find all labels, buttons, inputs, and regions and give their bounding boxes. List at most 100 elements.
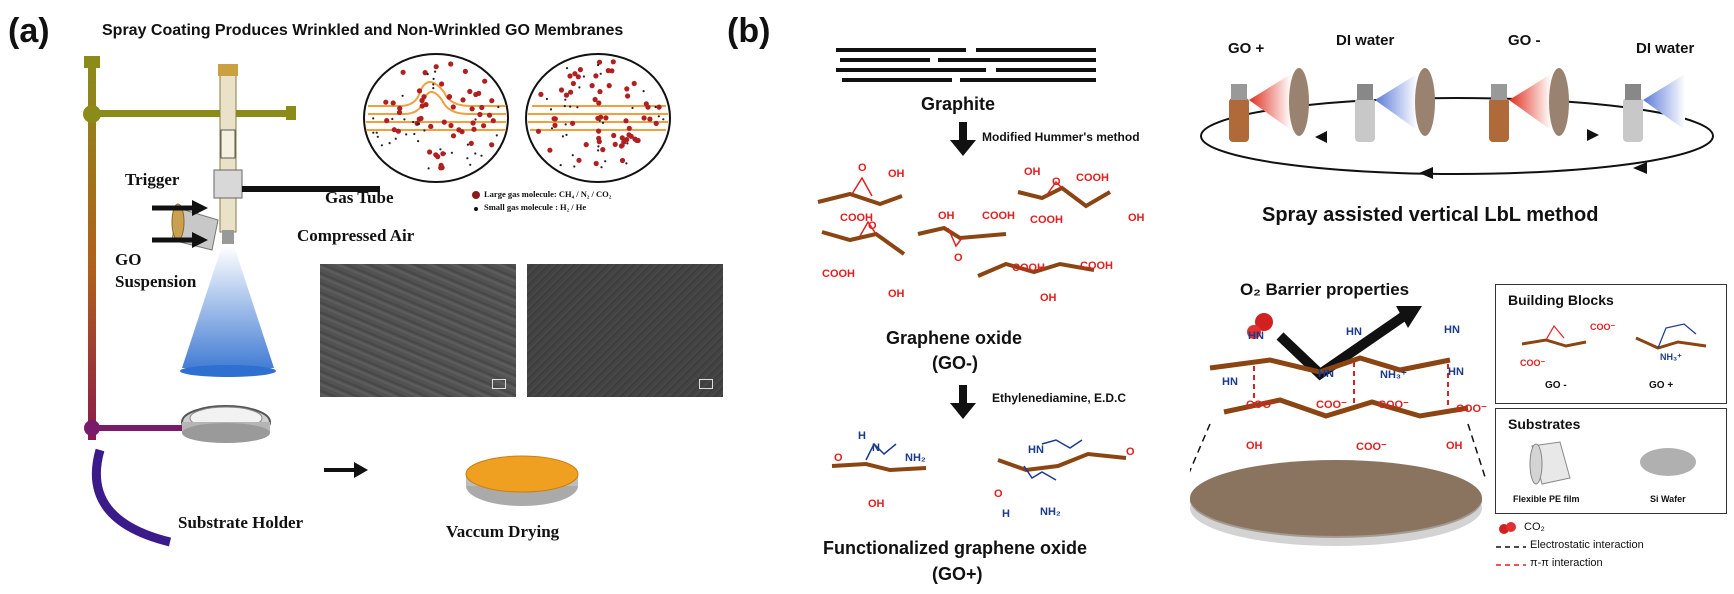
small-gas-molecule [466, 157, 469, 160]
large-gas-molecule [467, 88, 473, 95]
vacuum-drying-label: Vaccum Drying [446, 522, 560, 541]
small-gas-molecule [394, 137, 397, 140]
go-oh-5: OH [1128, 212, 1145, 224]
legend-pipi-label: π-π interaction [1530, 557, 1603, 569]
wrinkled-membrane [363, 53, 509, 183]
small-gas-molecule [601, 121, 605, 124]
large-gas-molecule [439, 81, 445, 87]
large-gas-molecule [596, 100, 602, 106]
down-arrow-1 [950, 122, 976, 156]
small-gas-molecule [495, 134, 498, 137]
small-gas-molecule [600, 166, 603, 169]
large-gas-molecule [623, 118, 629, 124]
spray-go-minus-label: GO - [1508, 32, 1541, 49]
go-cooh-5: COOH [1030, 214, 1063, 226]
barrier-hn-3: HN [1444, 324, 1460, 336]
large-gas-molecule [610, 59, 616, 65]
large-gas-molecule [603, 115, 609, 121]
go-cooh-1: COOH [840, 212, 873, 224]
small-gas-molecule [466, 143, 469, 146]
small-gas-molecule [375, 131, 378, 134]
small-gas-molecule [480, 154, 483, 157]
small-gas-molecule [418, 122, 421, 125]
fgo-o-3: O [994, 488, 1003, 500]
compressed-air-label: Compressed Air [297, 226, 415, 245]
lbl-method-label: Spray assisted vertical LbL method [1262, 204, 1599, 226]
small-gas-molecule [412, 120, 415, 124]
barrier-hn-2: HN [1346, 326, 1362, 338]
barrier-hn-4: HN [1222, 376, 1238, 388]
large-gas-molecule [450, 104, 456, 110]
large-gas-molecule [391, 127, 397, 133]
go-oh-2: OH [888, 288, 905, 300]
vial-di-1 [1355, 84, 1375, 142]
small-gas-molecule [432, 83, 435, 86]
large-gas-molecule [567, 73, 573, 79]
small-gas-molecule [434, 70, 437, 73]
co2-molecule [1255, 313, 1273, 331]
large-gas-molecule [563, 92, 570, 98]
large-gas-molecule [656, 104, 662, 110]
legend-co2-icon [1499, 522, 1516, 534]
small-gas-molecule [423, 129, 426, 132]
barrier-coo-4: COO⁻ [1456, 403, 1487, 415]
large-gas-molecule [490, 118, 496, 124]
small-gas-molecule [450, 151, 453, 154]
large-gas-molecule [469, 106, 475, 112]
large-gas-molecule [419, 103, 425, 109]
bb-coo-2: COO⁻ [1520, 358, 1546, 368]
barrier-oh-2: OH [1446, 440, 1463, 452]
large-gas-molecule [605, 68, 611, 74]
go-cooh-6: COOH [1012, 262, 1045, 274]
large-gas-molecule [570, 120, 576, 126]
large-gas-molecule [489, 98, 495, 104]
small-gas-molecule [571, 154, 574, 157]
small-gas-molecule [578, 86, 581, 89]
go-oh-4: OH [1024, 166, 1041, 178]
large-gas-molecule [422, 70, 428, 76]
small-gas-molecule [372, 117, 375, 120]
base-curve [91, 448, 172, 547]
large-gas-molecule [611, 132, 617, 139]
large-gas-molecule [576, 157, 582, 163]
functionalized-go-label: Functionalized graphene oxide [823, 538, 1088, 558]
large-gas-molecule [547, 147, 553, 153]
fgo-nh2-1: NH₂ [905, 452, 926, 464]
large-gas-molecule [397, 105, 403, 111]
large-gas-molecule [468, 140, 474, 146]
small-gas-molecule [597, 63, 600, 67]
large-gas-molecule [597, 89, 603, 95]
large-gas-molecule [593, 160, 599, 167]
go-sheets [817, 176, 1112, 278]
small-gas-molecule [413, 132, 416, 136]
large-gas-molecule [441, 119, 447, 125]
large-gas-molecule [592, 96, 598, 103]
panel-a-label: (a) [8, 12, 50, 50]
fgo-o-2: O [1126, 446, 1135, 458]
barrier-hn-6: HN [1448, 366, 1464, 378]
building-blocks-title: Building Blocks [1508, 292, 1614, 308]
go-oh-3: OH [938, 210, 955, 222]
large-gas-molecule [621, 139, 627, 145]
large-gas-molecule [606, 83, 612, 89]
small-gas-molecule [376, 135, 379, 138]
gun-nozzle [222, 230, 234, 244]
small-gas-molecule [417, 140, 420, 143]
large-gas-molecule [470, 120, 476, 126]
go-minus-label: (GO-) [932, 353, 978, 373]
spray-di-1-label: DI water [1336, 32, 1395, 49]
small-gas-molecule [388, 142, 391, 145]
small-gas-molecule [474, 118, 477, 121]
go-suspension-label-1: GO [115, 250, 142, 269]
small-gas-molecule [380, 144, 383, 147]
small-gas-molecule [391, 117, 394, 121]
fgo-h-1: H [858, 430, 866, 442]
large-gas-molecule [626, 125, 632, 131]
graphene-oxide-label: Graphene oxide [886, 328, 1023, 348]
small-gas-molecule [427, 167, 430, 170]
large-gas-molecule [643, 101, 649, 107]
trigger-label: Trigger [125, 170, 180, 189]
large-gas-molecule [568, 89, 574, 95]
small-gas-molecule [426, 73, 429, 76]
large-gas-molecule [477, 111, 483, 118]
